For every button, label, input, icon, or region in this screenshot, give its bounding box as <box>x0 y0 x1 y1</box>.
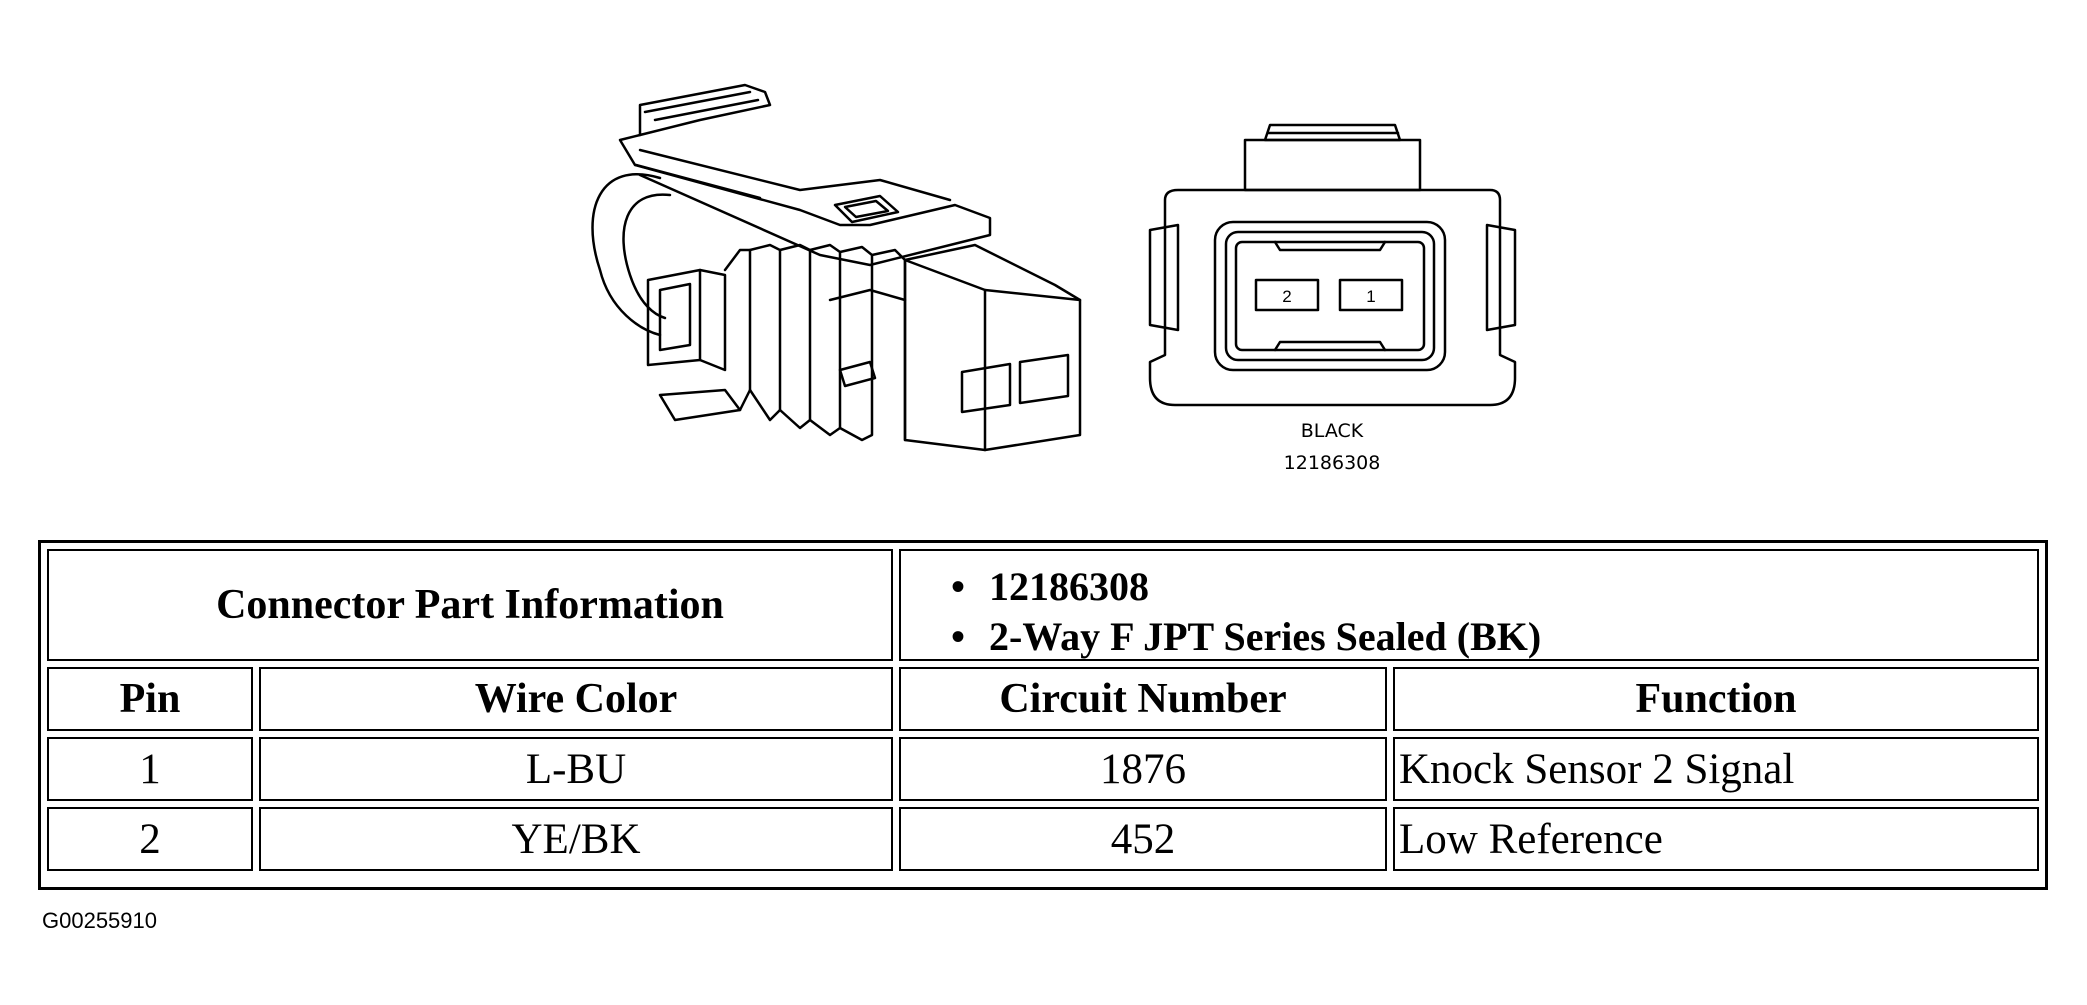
pin-2-cavity <box>1254 278 1320 312</box>
row-2-circuit-number: 452 <box>899 807 1387 871</box>
pin-1-cavity <box>1338 278 1404 312</box>
connector-color-caption: BLACK <box>1300 420 1364 442</box>
row-1-pin: 1 <box>47 737 253 801</box>
row-1-wire-color: L-BU <box>259 737 893 801</box>
connector-part-number-caption: 12186308 <box>1283 452 1381 474</box>
figure-id: G00255910 <box>42 908 157 933</box>
connector-face-view <box>1148 123 1517 407</box>
connector-illustration: 2 1 <box>591 83 1517 452</box>
row-1-function: Knock Sensor 2 Signal <box>1393 737 2039 801</box>
part-info-items: •12186308 •2-Way F JPT Series Sealed (BK… <box>899 549 2039 661</box>
row-1-circuit-number: 1876 <box>899 737 1387 801</box>
header-circuit-number: Circuit Number <box>899 667 1387 731</box>
connector-table: Connector Part Information •12186308 •2-… <box>38 540 2048 890</box>
row-2-pin: 2 <box>47 807 253 871</box>
part-info-item: •2-Way F JPT Series Sealed (BK) <box>951 614 1542 659</box>
header-function: Function <box>1393 667 2039 731</box>
part-info-label: Connector Part Information <box>47 549 893 661</box>
pin-label-2: 2 <box>1282 287 1291 306</box>
header-wire-color: Wire Color <box>259 667 893 731</box>
part-info-item: •12186308 <box>951 564 1149 609</box>
header-pin: Pin <box>47 667 253 731</box>
pin-label-1: 1 <box>1366 287 1375 306</box>
connector-isometric-view <box>591 83 1082 452</box>
row-2-function: Low Reference <box>1393 807 2039 871</box>
part-info-item-text: 12186308 <box>989 564 1149 609</box>
part-info-item-text: 2-Way F JPT Series Sealed (BK) <box>989 614 1542 659</box>
row-2-wire-color: YE/BK <box>259 807 893 871</box>
